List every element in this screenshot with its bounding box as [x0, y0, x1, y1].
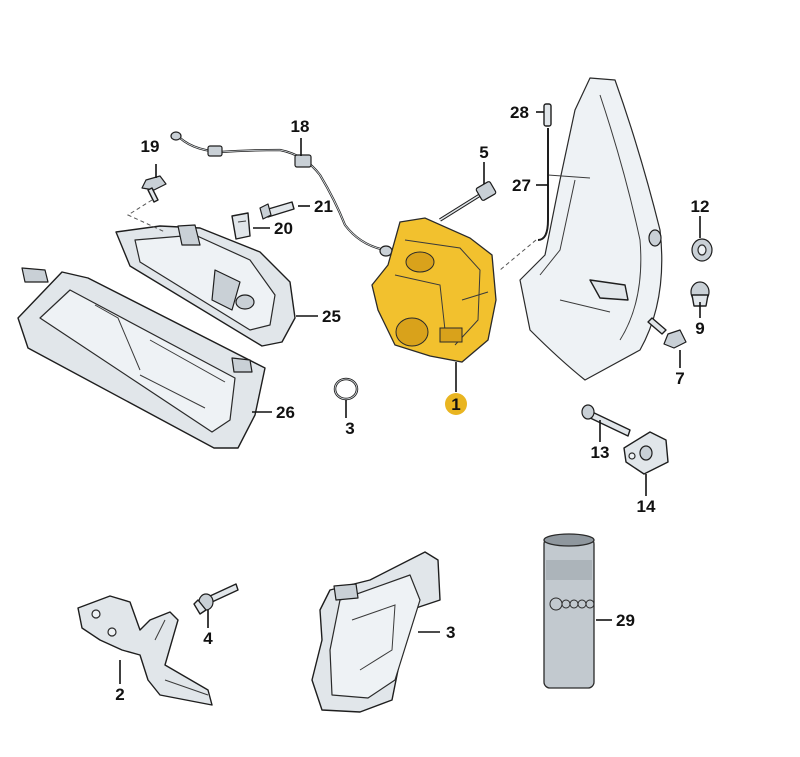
bracket-3 [311, 551, 441, 713]
nut-12 [691, 238, 713, 262]
callout-badge-1 [445, 393, 467, 415]
screw-7 [647, 317, 687, 349]
callout-9[interactable]: 9 [695, 319, 704, 338]
inner-panel-25 [115, 224, 296, 347]
rod-27 [499, 128, 549, 271]
callout-19[interactable]: 19 [141, 137, 160, 156]
brand-emblem [549, 597, 595, 611]
pin-4 [193, 583, 239, 615]
callout-13[interactable]: 13 [591, 443, 610, 462]
door-lock-1 [371, 217, 497, 363]
door-lock-body [371, 217, 497, 363]
callout-1[interactable]: 1 [451, 395, 460, 414]
callout-26[interactable]: 26 [276, 403, 295, 422]
rod-5 [439, 181, 497, 222]
callout-14[interactable]: 14 [637, 497, 656, 516]
bush-9 [690, 281, 710, 307]
spray-can-29 [543, 533, 595, 689]
callout-3-seal[interactable]: 3 [345, 419, 354, 438]
callout-28[interactable]: 28 [510, 103, 529, 122]
callout-3-bracket[interactable]: 3 [446, 623, 455, 642]
callout-21[interactable]: 21 [314, 197, 333, 216]
trim-frame-26 [17, 267, 266, 449]
leader-lines [119, 111, 701, 684]
callout-27[interactable]: 27 [512, 176, 531, 195]
callout-12[interactable]: 12 [691, 197, 710, 216]
callout-25[interactable]: 25 [322, 307, 341, 326]
callout-4[interactable]: 4 [203, 629, 213, 648]
callout-5[interactable]: 5 [479, 143, 488, 162]
callout-2[interactable]: 2 [115, 685, 124, 704]
door-shell [519, 77, 663, 381]
callout-18[interactable]: 18 [291, 117, 310, 136]
bracket-2 [77, 595, 213, 706]
pin-28 [543, 103, 552, 127]
clip-20 [231, 212, 251, 240]
bolt-13 [581, 404, 631, 437]
striker-14 [623, 431, 669, 475]
callout-7[interactable]: 7 [675, 369, 684, 388]
seal-ring-3 [333, 377, 359, 401]
screw-19 [126, 175, 167, 233]
callout-29[interactable]: 29 [616, 611, 635, 630]
screw-21 [259, 201, 295, 220]
callout-20[interactable]: 20 [274, 219, 293, 238]
cable-18 [170, 131, 393, 257]
callout-labels: 1 2 3 3 4 5 7 9 12 13 14 18 19 20 21 25 … [115, 103, 709, 704]
